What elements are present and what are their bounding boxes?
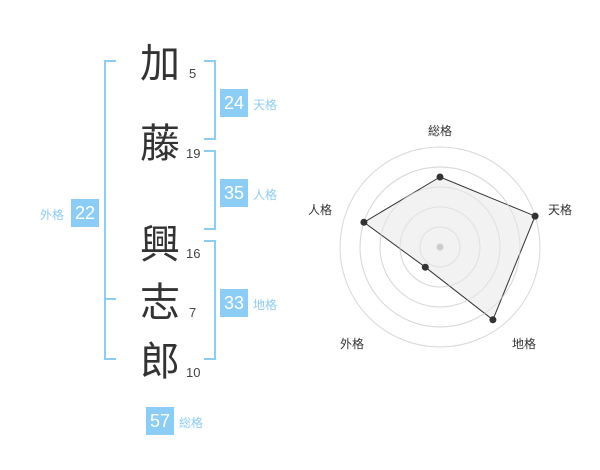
radar-point-4 (360, 218, 368, 226)
radar-polygon (362, 176, 536, 321)
name-char-3: 興 (140, 222, 180, 268)
gaikaku-bracket-divider (104, 298, 116, 300)
soukaku-label: 総格 (179, 416, 204, 430)
name-char-5: 郎 (140, 339, 180, 385)
stroke-count-1: 5 (189, 66, 197, 81)
stroke-count-3: 16 (186, 246, 201, 261)
jinkaku-label: 人格 (253, 188, 278, 202)
tenkaku-bracket (204, 60, 216, 140)
soukaku-badge: 57 (146, 407, 174, 435)
radar-point-3 (421, 263, 429, 271)
gaikaku-bracket (104, 60, 116, 360)
radar-ring-overlay-4 (359, 166, 521, 328)
radar-axis-label-3: 外格 (340, 337, 365, 351)
chikaku-label: 地格 (253, 298, 278, 312)
gaikaku-badge: 22 (71, 199, 99, 227)
radar-axis-label-0: 総格 (428, 124, 453, 138)
stroke-count-4: 7 (189, 305, 197, 320)
name-char-1: 加 (140, 41, 180, 87)
stroke-count-5: 10 (186, 365, 201, 380)
tenkaku-label: 天格 (253, 98, 278, 112)
jinkaku-badge: 35 (220, 179, 248, 207)
tenkaku-badge: 24 (220, 89, 248, 117)
chikaku-badge: 33 (220, 289, 248, 317)
radar-point-0 (436, 173, 444, 181)
stroke-count-2: 19 (186, 146, 201, 161)
jinkaku-bracket (204, 150, 216, 230)
radar-ring-overlay-1 (419, 226, 461, 268)
radar-center-dot (436, 243, 444, 251)
radar-point-2 (489, 316, 497, 324)
radar-point-1 (531, 212, 539, 220)
radar-axis-label-1: 天格 (548, 203, 573, 217)
radar-ring-overlay-2 (399, 206, 481, 288)
name-char-4: 志 (140, 280, 180, 326)
radar-axis-label-4: 人格 (308, 203, 333, 217)
name-char-2: 藤 (140, 121, 180, 167)
radar-ring-overlay-3 (379, 186, 501, 308)
gaikaku-label: 外格 (40, 208, 65, 222)
chikaku-bracket (204, 240, 216, 360)
radar-axis-label-2: 地格 (512, 337, 537, 351)
